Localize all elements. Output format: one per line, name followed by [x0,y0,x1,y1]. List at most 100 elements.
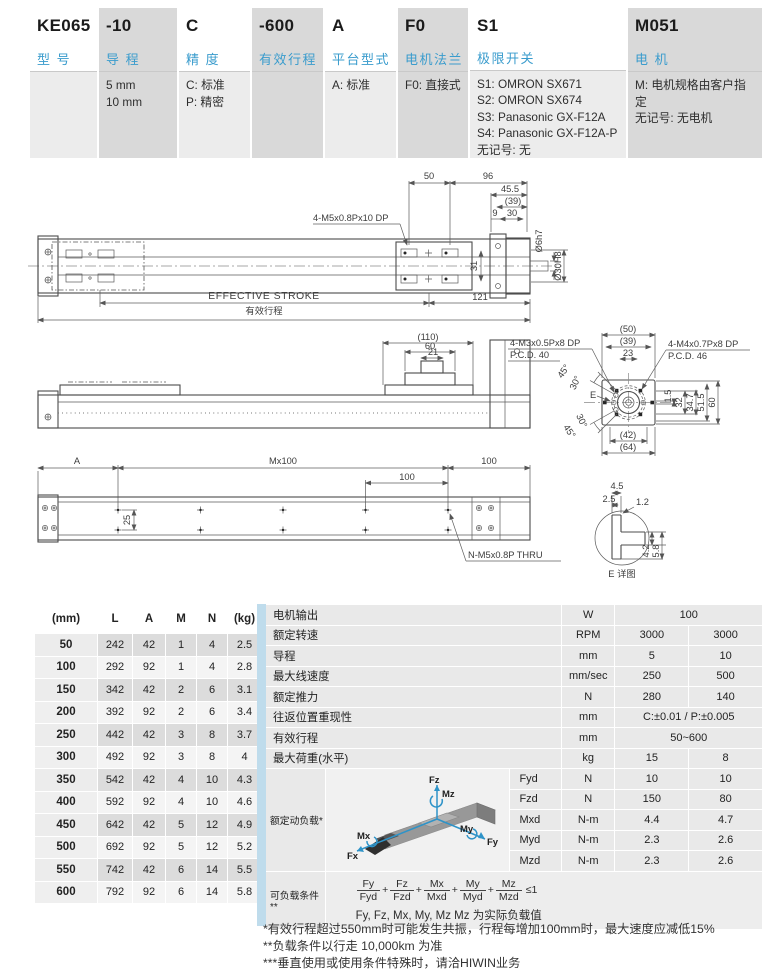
spec-unit: kg [561,748,615,768]
dim-table-header-row: (mm) L A M N (kg) [35,605,261,633]
load-name: Myd [510,830,561,850]
mounting-holes [114,506,452,534]
load-unit: N [561,769,615,789]
dim-label: (110) [417,332,438,342]
dim-label: 34.7 [685,393,695,411]
model-code-table: KE065 型 号 -10 导 程 5 mm 10 mm C 精 度 C: 标准… [30,8,762,158]
angle-label: 45° [555,362,571,379]
spec-unit: mm [561,646,615,666]
load-value: 2.3 [615,830,689,850]
model-col-options: M: 电机规格由客户指定 无记号: 无电机 [628,71,762,158]
dim-label: 1.2 [636,497,649,507]
model-col-label: 极限开关 [477,51,536,67]
dim-value-cell: 292 [98,656,132,678]
spec-value: 50~600 [615,728,762,748]
spec-unit: RPM [561,625,615,645]
dim-label: 60 [707,397,717,407]
dim-value-cell: 92 [133,791,165,813]
spec-unit: mm [561,707,615,727]
dim-label: 30 [507,208,517,218]
dim-label: Mx100 [269,456,297,466]
dim-value-cell: 4.9 [228,814,261,836]
dim-value-cell: 10 [197,791,227,813]
load-value: 150 [615,789,689,809]
load-value: 2.3 [615,851,689,871]
dim-value-cell: 792 [98,881,132,903]
load-unit: N-m [561,810,615,830]
dim-label: 1.5 [663,390,673,403]
model-code-flange: F0 [405,16,426,35]
load-value: 10 [615,769,689,789]
thread-callout: 4-M4x0.7Px8 DP [668,339,738,349]
flange-end-view: 45° 30° 30° 45° E 4-M3x0.5Px8 DP P.C.D. … [508,324,750,456]
model-code-lead: -10 [106,16,132,35]
spec-value: 8 [689,748,762,768]
dim-value-cell: 92 [133,701,165,723]
dim-label: 31 [469,261,479,271]
dim-value-cell: 242 [98,634,132,656]
spec-value: 100 [615,605,762,625]
model-col-stroke: -600 有效行程 [252,8,323,158]
dim-value-cell: 10 [197,769,227,791]
spec-value: 3000 [689,625,762,645]
stroke-cell: 150 [35,679,97,701]
dim-value-cell: 442 [98,724,132,746]
model-code-series: KE065 [37,16,91,35]
stroke-cell: 100 [35,656,97,678]
dim-value-cell: 542 [98,769,132,791]
model-col-lead: -10 导 程 5 mm 10 mm [99,8,177,158]
dim-value-cell: 2.5 [228,634,261,656]
col-header-A: A [133,605,165,633]
dim-label: 23 [623,348,633,358]
dim-value-cell: 12 [197,814,227,836]
option-line: A: 标准 [332,78,371,92]
option-line: M: 电机规格由客户指定 [635,78,746,109]
dim-value-cell: 42 [133,859,165,881]
footnotes: *有效行程超过550mm时可能发生共振，行程每增加100mm时，最大速度应减低1… [263,921,715,972]
plan-view-drawing: 50 96 45.5 (39) 9 30 4-M5x0.8Px10 DP Ø6h… [28,171,568,323]
stroke-cell: 300 [35,746,97,768]
e-detail-view: 4.5 2.5 1.2 4.2 5.8 E 详图 [594,481,666,579]
dim-value-cell: 14 [197,859,227,881]
col-header-M: M [166,605,196,633]
dim-label: 96 [483,171,493,181]
dim-label: (50) [620,324,637,334]
dim-value-cell: 42 [133,814,165,836]
option-line: S3: Panasonic GX-F12A [477,109,606,124]
model-col-options: C: 标准 P: 精密 [179,71,250,158]
model-col-label: 电 机 [635,52,670,67]
model-col-label: 精 度 [186,52,221,67]
stroke-cell: 250 [35,724,97,746]
model-col-label: 有效行程 [259,52,318,67]
spec-value: 3000 [615,625,689,645]
dim-value-cell: 4 [228,746,261,768]
option-line: S2: OMRON SX674 [477,93,582,107]
dim-label: 25 [122,515,132,525]
dim-value-cell: 4 [197,656,227,678]
option-line: 10 mm [106,94,143,109]
pcd-callout: P.C.D. 40 [510,350,549,360]
dim-value-cell: 2 [166,679,196,701]
spec-value: 280 [615,687,689,707]
stroke-cell: 600 [35,881,97,903]
effective-stroke-label: EFFECTIVE STROKE [208,291,319,302]
spec-unit: mm/sec [561,666,615,686]
dim-value-cell: 4.3 [228,769,261,791]
dim-value-cell: 342 [98,679,132,701]
load-unit: N [561,789,615,809]
col-header-N: N [197,605,227,633]
